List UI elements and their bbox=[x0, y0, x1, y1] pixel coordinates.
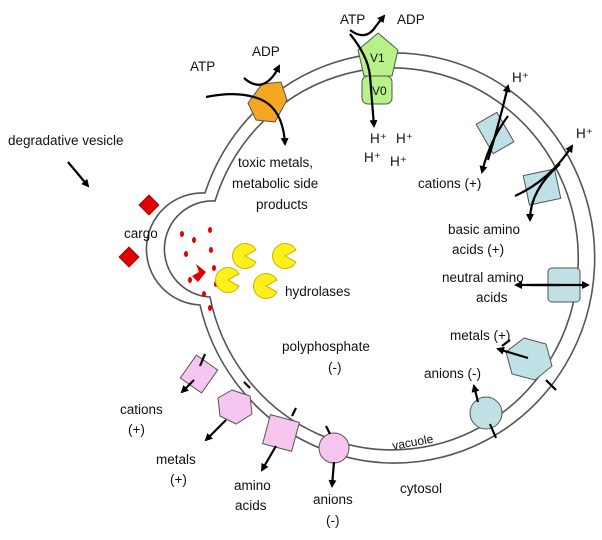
label-basic-1: basic amino bbox=[448, 222, 520, 237]
vacuole-membrane bbox=[145, 52, 596, 464]
left-arrows bbox=[180, 353, 337, 488]
label-h-plus-4: H⁺ bbox=[390, 154, 407, 169]
label-toxic-3: products bbox=[256, 197, 308, 212]
label-toxic-2: metabolic side bbox=[232, 176, 318, 191]
label-hydrolases: hydrolases bbox=[285, 284, 351, 299]
v-atpase bbox=[349, 14, 399, 128]
label-polyphosphate: polyphosphate bbox=[282, 339, 370, 354]
label-metals-right: metals (+) bbox=[450, 328, 510, 343]
cargo-diamond bbox=[118, 246, 140, 268]
label-anions-bottom-2: (-) bbox=[326, 513, 340, 528]
label-metals-left-1: metals bbox=[156, 452, 196, 467]
labels: degradative vesicle cargo hydrolases pol… bbox=[8, 12, 593, 528]
label-v0: V0 bbox=[372, 84, 387, 98]
label-anions-right: anions (-) bbox=[424, 366, 481, 381]
label-v1: V1 bbox=[370, 51, 385, 65]
cargo-group bbox=[118, 194, 206, 282]
hydrolase-icon bbox=[253, 273, 278, 299]
label-basic-2: acids (+) bbox=[452, 242, 504, 257]
fragment-dots bbox=[180, 227, 218, 311]
label-h-plus-3: H⁺ bbox=[364, 150, 381, 165]
cargo-fragment bbox=[192, 264, 206, 282]
label-atp-top: ATP bbox=[340, 12, 365, 27]
label-h-plus-1: H⁺ bbox=[370, 131, 387, 146]
label-h-plus-5: H⁺ bbox=[512, 70, 529, 85]
label-metals-left-2: (+) bbox=[170, 472, 187, 487]
hydrolase-icon bbox=[272, 243, 297, 269]
label-h-plus-2: H⁺ bbox=[396, 131, 413, 146]
anion-transporter-bottom bbox=[318, 432, 350, 464]
hydrolase-group bbox=[215, 243, 297, 299]
label-atp-left: ATP bbox=[190, 59, 215, 74]
atpase-pump bbox=[205, 64, 289, 146]
label-cations-right: cations (+) bbox=[418, 176, 481, 191]
right-arrows bbox=[471, 84, 590, 439]
hydrolase-icon bbox=[215, 267, 240, 293]
metal-transporter-left bbox=[217, 389, 253, 425]
label-h-plus-6: H⁺ bbox=[576, 126, 593, 141]
label-cations-left-1: cations bbox=[120, 402, 163, 417]
amino-acid-transporter bbox=[262, 414, 300, 452]
label-neutral-2: acids bbox=[476, 290, 508, 305]
label-cytosol: cytosol bbox=[400, 481, 442, 496]
label-amino-2: acids bbox=[235, 498, 267, 513]
label-adp-left: ADP bbox=[252, 44, 280, 59]
anion-transporter bbox=[469, 396, 503, 430]
label-cations-left-2: (+) bbox=[128, 422, 145, 437]
basic-aa-transporter bbox=[522, 168, 562, 206]
label-polyphosphate-charge: (-) bbox=[328, 360, 342, 375]
label-amino-1: amino bbox=[234, 478, 271, 493]
label-cargo: cargo bbox=[124, 226, 158, 241]
label-anions-bottom-1: anions bbox=[313, 492, 353, 507]
label-neutral-1: neutral amino bbox=[442, 270, 524, 285]
cargo-diamond bbox=[138, 194, 160, 216]
vesicle-pointer-arrow bbox=[67, 161, 90, 188]
label-toxic-1: toxic metals, bbox=[238, 155, 313, 170]
hydrolase-icon bbox=[232, 243, 257, 269]
label-adp-top: ADP bbox=[397, 12, 425, 27]
label-degradative-vesicle: degradative vesicle bbox=[8, 133, 124, 148]
